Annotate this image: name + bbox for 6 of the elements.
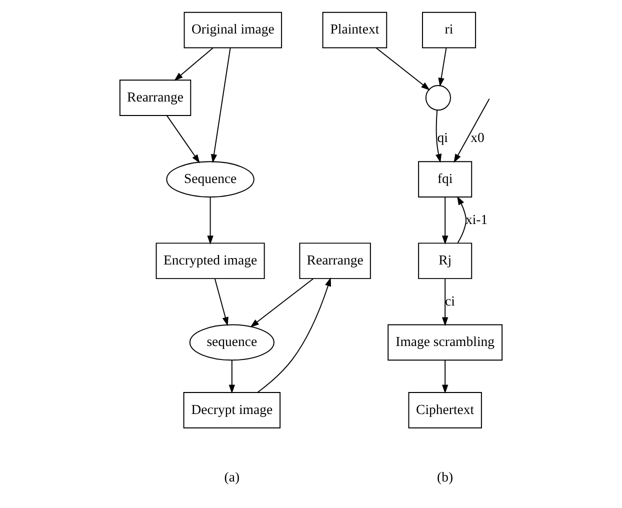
edge-label: ci: [445, 293, 455, 308]
edge-label: qi: [437, 130, 448, 146]
label: (b): [437, 470, 454, 485]
label: (a): [224, 470, 240, 485]
edge-label: x0: [470, 130, 484, 146]
edge-label: xi-1: [465, 212, 488, 227]
